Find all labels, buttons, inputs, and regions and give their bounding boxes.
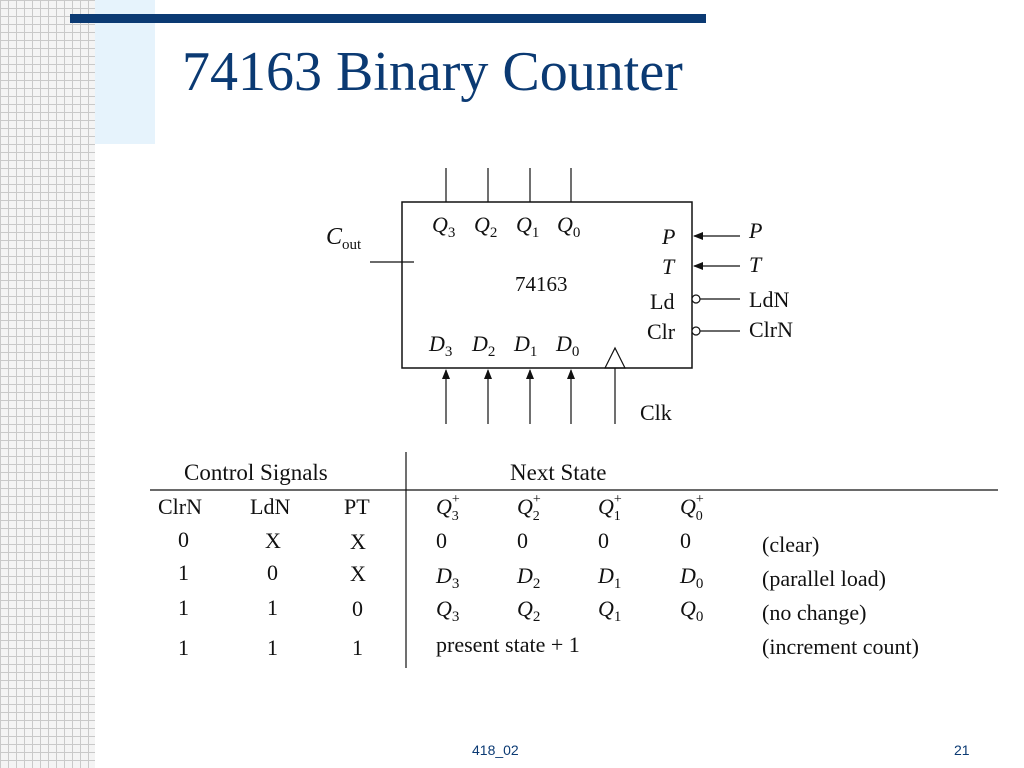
col-header-clrn: ClrN (158, 494, 202, 519)
row3-pt: 0 (352, 596, 363, 621)
chip-label: 74163 (515, 272, 568, 296)
table-row: 1 0 X D3 D2 D1 D0 (parallel load) (178, 560, 886, 592)
row3-q0: Q0 (680, 596, 703, 625)
ld-inside-label: Ld (650, 289, 674, 314)
col-header-q1-next: Q+1 (598, 492, 622, 524)
row3-note: (no change) (762, 600, 866, 625)
cout-label: Cout (326, 224, 362, 253)
row2-q2: D2 (516, 563, 540, 592)
row2-ldn: 0 (267, 560, 278, 585)
row4-clrn: 1 (178, 635, 189, 660)
row2-q0: D0 (679, 563, 703, 592)
row2-clrn: 1 (178, 560, 189, 585)
table-row: 1 1 0 Q3 Q2 Q1 Q0 (no change) (178, 595, 866, 625)
q2-output-label: Q2 (474, 212, 497, 241)
row3-ldn: 1 (267, 595, 278, 620)
row1-pt: X (350, 529, 366, 554)
table-row: 1 1 1 present state + 1 (increment count… (178, 632, 919, 660)
clr-inversion-bubble (691, 326, 701, 336)
col-header-q2-next: Q+2 (517, 492, 541, 524)
q1-output-label: Q1 (516, 212, 539, 241)
row4-next-state: present state + 1 (436, 632, 580, 657)
row1-clrn: 0 (178, 527, 189, 552)
row2-note: (parallel load) (762, 566, 886, 591)
q3-output-label: Q3 (432, 212, 455, 241)
col-header-q3-next: Q+3 (436, 492, 460, 524)
p-inside-label: P (661, 224, 675, 249)
ld-inversion-bubble (691, 294, 701, 304)
clock-triangle-icon (604, 346, 626, 369)
clock-label: Clk (640, 400, 672, 425)
t-outside-label: T (749, 252, 763, 277)
ld-outside-label: LdN (749, 287, 789, 312)
row4-ldn: 1 (267, 635, 278, 660)
row1-q0: 0 (680, 528, 691, 553)
col-header-q0-next: Q+0 (680, 492, 704, 524)
row1-q3: 0 (436, 528, 447, 553)
d2-input-label: D2 (471, 331, 495, 360)
next-state-header: Next State (510, 460, 606, 485)
clr-inside-label: Clr (647, 319, 676, 344)
clr-outside-label: ClrN (749, 317, 793, 342)
row1-q1: 0 (598, 528, 609, 553)
row4-note: (increment count) (762, 634, 919, 659)
col-header-pt: PT (344, 494, 370, 519)
page-number: 21 (954, 742, 970, 758)
d0-input-label: D0 (555, 331, 579, 360)
row3-clrn: 1 (178, 595, 189, 620)
footer-text: 418_02 (472, 742, 519, 758)
d3-input-label: D3 (428, 331, 452, 360)
table-row: 0 X X 0 0 0 0 (clear) (178, 527, 819, 557)
row3-q3: Q3 (436, 596, 459, 625)
chip-body (401, 201, 693, 369)
row1-note: (clear) (762, 532, 819, 557)
t-inside-label: T (662, 254, 676, 279)
row3-q1: Q1 (598, 596, 621, 625)
row1-ldn: X (265, 528, 281, 553)
background-grid-pattern (0, 0, 95, 768)
row1-q2: 0 (517, 528, 528, 553)
accent-block (95, 0, 155, 144)
row4-pt: 1 (352, 635, 363, 660)
row2-q3: D3 (435, 563, 459, 592)
row2-pt: X (350, 561, 366, 586)
q0-output-label: Q0 (557, 212, 580, 241)
d1-input-label: D1 (513, 331, 537, 360)
title-accent-bar (70, 14, 706, 23)
slide-title: 74163 Binary Counter (182, 41, 683, 103)
row3-q2: Q2 (517, 596, 540, 625)
row2-q1: D1 (597, 563, 621, 592)
col-header-ldn: LdN (250, 494, 290, 519)
control-signals-header: Control Signals (184, 460, 328, 485)
p-outside-label: P (748, 218, 762, 243)
